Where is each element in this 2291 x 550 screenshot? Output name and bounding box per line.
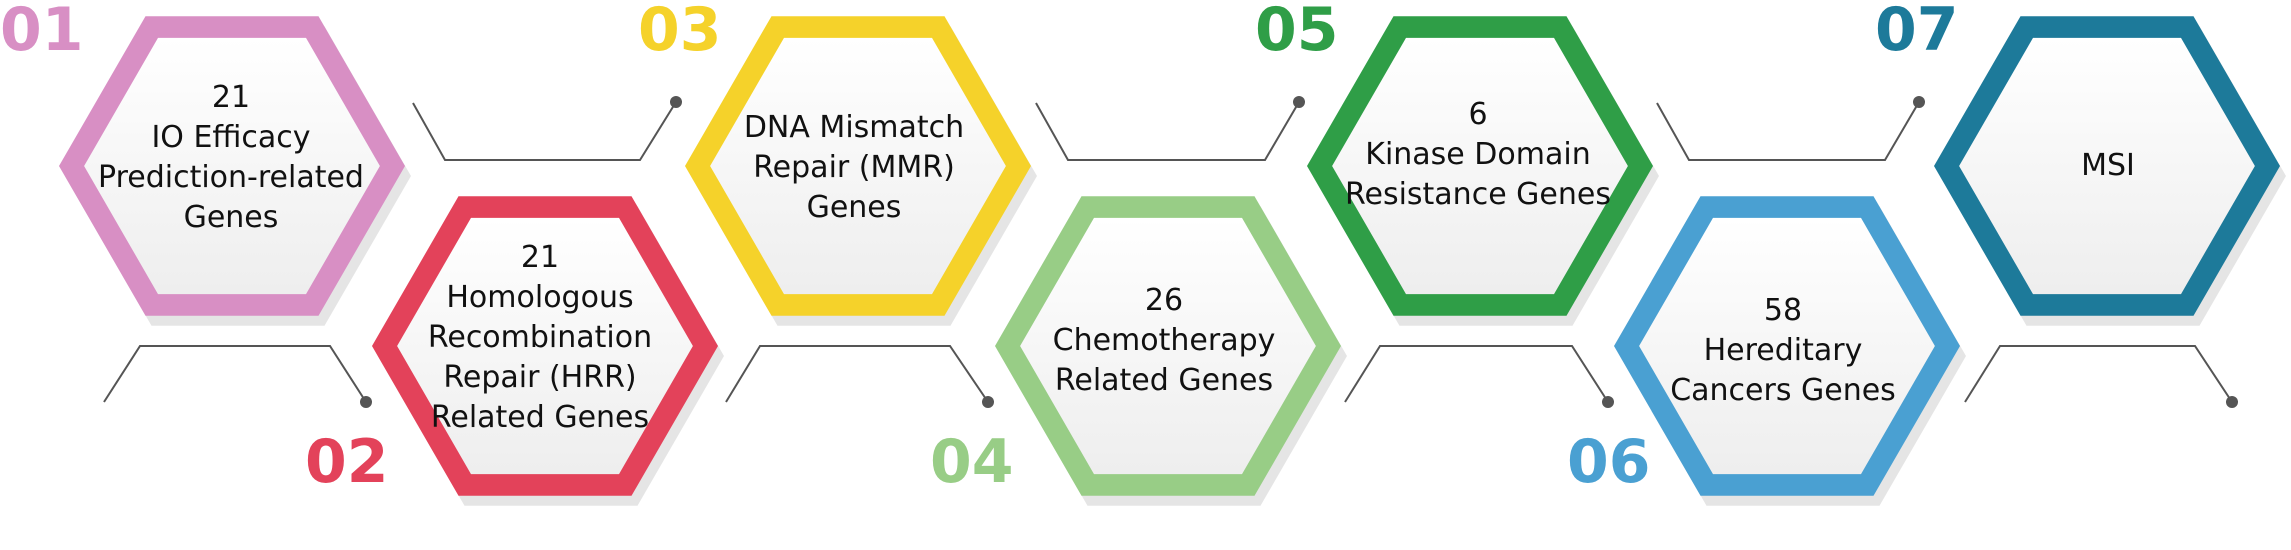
- connector-line: [1656, 101, 1920, 161]
- label-line: Kinase Domain: [1365, 137, 1591, 172]
- label-line: Genes: [183, 200, 279, 235]
- label-line: Related Genes: [430, 400, 650, 435]
- hexagon-inner: [1020, 217, 1316, 475]
- hexagon-label-05: 6 Kinase Domain Resistance Genes: [1328, 95, 1628, 215]
- hexagon-06: [1614, 196, 1966, 506]
- connector-dot: [2226, 396, 2238, 408]
- label-line: Hereditary: [1703, 333, 1863, 368]
- label-line: DNA Mismatch: [743, 110, 965, 145]
- label-line: Repair (HRR): [443, 360, 637, 395]
- hexagon-05: [1307, 16, 1659, 326]
- label-line: Prediction-related: [98, 160, 364, 195]
- hexagon-03: [685, 16, 1037, 326]
- hexagon-inner: [1639, 217, 1935, 475]
- connector-line: [1344, 345, 1609, 403]
- step-number-07: 07: [1875, 0, 1959, 65]
- hexagon-label-06: 58 Hereditary Cancers Genes: [1633, 291, 1933, 411]
- hexagon-label-02: 21 Homologous Recombination Repair (HRR)…: [390, 238, 690, 438]
- hexagon-inner: [1332, 37, 1628, 295]
- connector-line: [412, 101, 677, 161]
- label-line: Cancers Genes: [1670, 373, 1896, 408]
- hexagon-04: [995, 196, 1347, 506]
- label-line: Repair (MMR): [753, 150, 955, 185]
- label-line: IO Efficacy: [151, 120, 311, 155]
- step-number-02: 02: [305, 427, 389, 497]
- label-line: Recombination: [427, 320, 653, 355]
- label-line: Genes: [806, 190, 902, 225]
- label-line: 21: [520, 240, 560, 275]
- connector-dot: [1293, 96, 1305, 108]
- step-number-03: 03: [638, 0, 722, 65]
- label-line: 21: [211, 80, 251, 115]
- label-line: Resistance Genes: [1344, 177, 1611, 212]
- hexagon-07: [1934, 16, 2286, 326]
- step-number-06: 06: [1567, 427, 1651, 497]
- step-number-04: 04: [930, 427, 1014, 497]
- connector-line: [1035, 101, 1300, 161]
- hexagon-inner: [84, 37, 380, 295]
- connector-line: [725, 345, 989, 403]
- hexagon-02: [372, 196, 724, 506]
- label-line: 26: [1144, 283, 1184, 318]
- label-line: Chemotherapy: [1052, 323, 1276, 358]
- hexagon-inner: [710, 37, 1006, 295]
- connector-dot: [1913, 96, 1925, 108]
- label-line: Related Genes: [1054, 363, 1274, 398]
- label-line: Homologous: [446, 280, 634, 315]
- hexagon-label-07: MSI: [1958, 146, 2258, 186]
- hexagon-inner: [397, 217, 693, 475]
- hexagon-01: [59, 16, 411, 326]
- label-line: 6: [1468, 97, 1488, 132]
- hexagon-label-04: 26 Chemotherapy Related Genes: [1014, 281, 1314, 401]
- connector-dot: [1602, 396, 1614, 408]
- label-line: MSI: [2081, 148, 2135, 183]
- connector-dot: [670, 96, 682, 108]
- connector-line: [1964, 345, 2233, 403]
- connector-line: [103, 345, 367, 403]
- step-number-01: 01: [0, 0, 84, 65]
- hexagon-label-01: 21 IO Efficacy Prediction-related Genes: [81, 78, 381, 238]
- hexagon-inner: [1959, 37, 2255, 295]
- label-line: 58: [1763, 293, 1803, 328]
- connector-dot: [982, 396, 994, 408]
- step-number-05: 05: [1255, 0, 1339, 65]
- connector-dot: [360, 396, 372, 408]
- hexagon-label-03: DNA Mismatch Repair (MMR) Genes: [704, 108, 1004, 228]
